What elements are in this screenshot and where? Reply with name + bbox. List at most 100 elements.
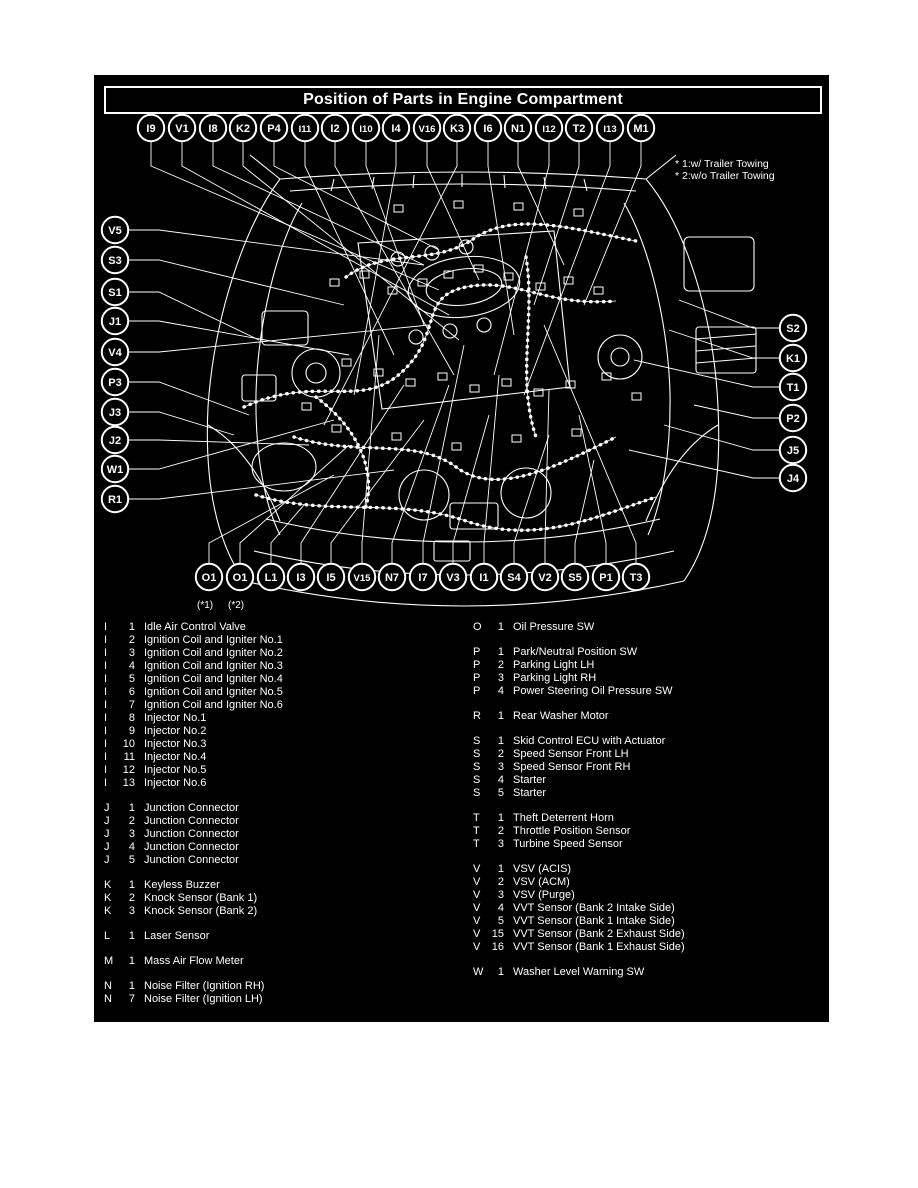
legend-part-name: Injector No.5 — [144, 764, 207, 776]
callout-o12: O1(*2) — [225, 562, 255, 611]
leader-line — [523, 141, 611, 396]
callout-p3: P3 — [100, 367, 130, 397]
leader-line — [128, 381, 250, 416]
connector — [341, 358, 352, 367]
callout-circle — [408, 562, 438, 592]
legend-letter: S — [473, 748, 481, 760]
callout-label: I1 — [479, 572, 488, 584]
callout-w1: W1 — [100, 454, 130, 484]
legend-part-name: Injector No.2 — [144, 725, 207, 737]
legend-part-name: Starter — [513, 774, 547, 786]
connector — [469, 384, 480, 393]
legend-part-name: Skid Control ECU with Actuator — [513, 735, 666, 747]
legend-letter: P — [473, 672, 481, 684]
legend-number: 1 — [128, 879, 135, 891]
connector — [563, 276, 574, 285]
connector — [631, 392, 642, 401]
legend-number: 6 — [128, 686, 135, 698]
legend-letter: K — [104, 905, 112, 917]
leader-line — [361, 334, 380, 564]
callout-circle — [381, 113, 411, 143]
leader-line — [128, 324, 430, 353]
legend-letter: I — [104, 634, 108, 646]
callout-label: I12 — [542, 124, 555, 135]
legend-part-name: Injector No.3 — [144, 738, 207, 750]
legend-letter: J — [104, 828, 110, 840]
callout-label: T2 — [573, 123, 586, 135]
callout-i11: I11 — [290, 113, 320, 143]
callout-k3: K3 — [442, 113, 472, 143]
connector — [573, 208, 584, 217]
legend-part-name: Laser Sensor — [144, 930, 210, 942]
callout-s5: S5 — [560, 562, 590, 592]
callout-label: I13 — [603, 124, 616, 135]
legend-part-name: Knock Sensor (Bank 2) — [144, 905, 258, 917]
leader-line — [334, 141, 455, 376]
callout-label: W1 — [107, 464, 124, 476]
leader-line — [242, 141, 460, 341]
legend-part-name: Park/Neutral Position SW — [513, 646, 638, 658]
callout-label: I10 — [359, 124, 372, 135]
legend-number: 2 — [497, 748, 504, 760]
callout-circle — [351, 113, 381, 143]
callout-circle — [778, 463, 808, 493]
legend-part-name: VVT Sensor (Bank 1 Intake Side) — [513, 915, 675, 927]
legend-number: 4 — [497, 774, 504, 786]
callout-sub-label: (*2) — [228, 600, 244, 611]
legend-letter: V — [473, 876, 481, 888]
callout-k2: K2 — [228, 113, 258, 143]
leader-line — [208, 474, 335, 564]
legend-number: 5 — [128, 673, 135, 685]
legend-number: 4 — [128, 660, 135, 672]
callout-circle — [100, 337, 130, 367]
legend-letter: N — [104, 993, 112, 1005]
callout-circle — [194, 562, 224, 592]
connector — [511, 434, 522, 443]
connector — [391, 432, 402, 441]
legend-number: 3 — [128, 647, 135, 659]
legend-letter: V — [473, 928, 481, 940]
callout-label: I11 — [299, 124, 312, 135]
legend-number: 5 — [128, 854, 135, 866]
connector — [437, 372, 448, 381]
callout-j5: J5 — [778, 435, 808, 465]
legend-number: 1 — [128, 980, 135, 992]
callout-t3: T3 — [621, 562, 651, 592]
leader-line — [452, 414, 490, 564]
callout-circle — [167, 113, 197, 143]
legend-number: 1 — [497, 966, 504, 978]
callout-circle — [377, 562, 407, 592]
callout-circle — [100, 454, 130, 484]
callout-circle — [626, 113, 656, 143]
legend-letter: N — [104, 980, 112, 992]
legend-number: 3 — [497, 672, 504, 684]
callout-label: I9 — [146, 123, 155, 135]
legend-letter: L — [104, 930, 111, 942]
callout-i13: I13 — [595, 113, 625, 143]
trailer-towing-notes: * 1:w/ Trailer Towing * 2:w/o Trailer To… — [675, 158, 775, 182]
callout-label: I5 — [326, 572, 335, 584]
legend-part-name: Washer Level Warning SW — [513, 966, 645, 978]
callout-label: I8 — [208, 123, 217, 135]
callout-circle — [198, 113, 228, 143]
callout-circle — [290, 113, 320, 143]
legend-number: 1 — [497, 646, 504, 658]
callout-label: V4 — [108, 347, 122, 359]
connector — [373, 368, 384, 377]
legend-number: 4 — [128, 841, 135, 853]
callout-o11: O1(*1) — [194, 562, 224, 611]
legend-number: 16 — [491, 941, 504, 953]
legend-number: 12 — [122, 764, 135, 776]
callout-i5: I5 — [316, 562, 346, 592]
